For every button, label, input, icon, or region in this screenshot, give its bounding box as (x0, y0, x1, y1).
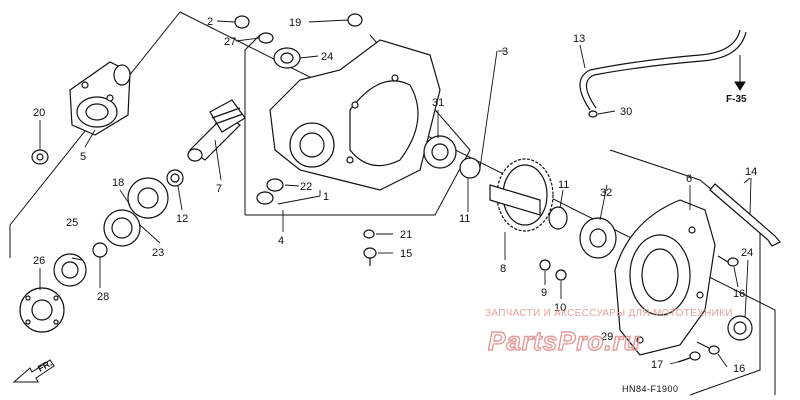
leader-lines (39, 19, 752, 368)
part-24-oil-seal-top (273, 47, 301, 69)
part-13-breather-tube (579, 29, 747, 111)
callout-13: 13 (573, 33, 585, 45)
callout-15: 15 (400, 248, 412, 260)
callout-14: 14 (745, 166, 757, 178)
callout-9: 9 (541, 287, 547, 299)
callout-10: 10 (554, 302, 566, 314)
callout-1: 1 (323, 191, 329, 203)
part-30-clip (588, 110, 598, 118)
callout-3: 3 (502, 46, 508, 58)
callout-4: 4 (278, 235, 284, 247)
callout-22: 22 (300, 181, 312, 193)
part-32-bearing (579, 217, 617, 259)
callout-12: 12 (176, 213, 188, 225)
callout-11-right: 11 (558, 179, 569, 191)
callout-8: 8 (500, 263, 506, 275)
housing-group-left (244, 34, 268, 215)
watermark-tagline: ЗАПЧАСТИ И АКСЕССУАРЫ ДЛЯ МОТОТЕХНИКИ (485, 308, 733, 319)
callout-24-top: 24 (321, 51, 333, 63)
part-6-gear-case-cover (614, 199, 716, 356)
callout-17: 17 (651, 359, 663, 371)
part-23-bearing-race (103, 209, 141, 247)
callout-28: 28 (97, 291, 109, 303)
f35-reference-arrow (734, 55, 746, 91)
callout-5: 5 (80, 151, 86, 163)
callout-26: 26 (33, 255, 45, 267)
callout-16-upper: 16 (733, 288, 745, 300)
callout-2: 2 (207, 16, 213, 28)
callout-11-left: 11 (459, 213, 470, 225)
callout-7: 7 (216, 183, 222, 195)
callout-24-right: 24 (741, 247, 753, 259)
part-31-bearing (423, 135, 457, 169)
part-17-bolt (677, 351, 701, 363)
part-10-dowel (555, 269, 567, 281)
reference-f35: F-35 (726, 94, 747, 105)
part-11-shim (548, 206, 568, 230)
callout-18: 18 (112, 177, 124, 189)
front-arrow-icon (12, 359, 55, 383)
part-7-pinion-shaft (187, 99, 246, 162)
part-18-bearing (127, 177, 169, 219)
part-28-o-ring (92, 242, 108, 258)
part-26-flange (19, 287, 65, 333)
callout-29: 29 (601, 331, 613, 343)
part-21-washer (363, 229, 375, 239)
part-12-washer (166, 169, 184, 187)
part-2-filler-cap (234, 15, 274, 44)
part-4-final-gear-case (269, 39, 441, 191)
part-24-oil-seal-right (727, 315, 753, 341)
callout-16-lower: 16 (733, 363, 745, 375)
part-22-stud-pin (256, 178, 284, 205)
callout-32: 32 (600, 187, 612, 199)
callout-6: 6 (686, 173, 692, 185)
part-15-bolt (363, 247, 377, 266)
callout-labels: 1 2 3 4 5 6 7 8 9 10 11 11 12 13 14 15 1… (33, 16, 757, 375)
front-direction-marker: FR. (12, 358, 55, 383)
part-14-long-bolt (709, 183, 781, 247)
part-20-nut (31, 149, 49, 165)
diagram-code: HN84-F1900 (622, 384, 679, 394)
part-5-bearing-holder (69, 61, 131, 136)
callout-31: 31 (432, 97, 444, 109)
watermark-logo: PartsPro.ru (488, 326, 641, 356)
callout-23: 23 (152, 247, 164, 259)
callout-30: 30 (620, 106, 632, 118)
part-9-dowel (539, 259, 551, 271)
callout-19: 19 (289, 17, 301, 29)
part-8-ring-gear (459, 157, 554, 232)
housing-group-bottom (245, 149, 471, 216)
part-16-bolt-lower (696, 341, 720, 355)
part-19-bolt-cap (347, 13, 363, 27)
callout-20: 20 (33, 107, 45, 119)
callout-25: 25 (66, 217, 78, 229)
front-marker-label: FR. (36, 358, 54, 374)
part-16-bolt-upper (717, 255, 739, 267)
part-25-oil-seal (53, 253, 87, 287)
callout-27: 27 (224, 36, 236, 48)
callout-21: 21 (400, 229, 412, 241)
